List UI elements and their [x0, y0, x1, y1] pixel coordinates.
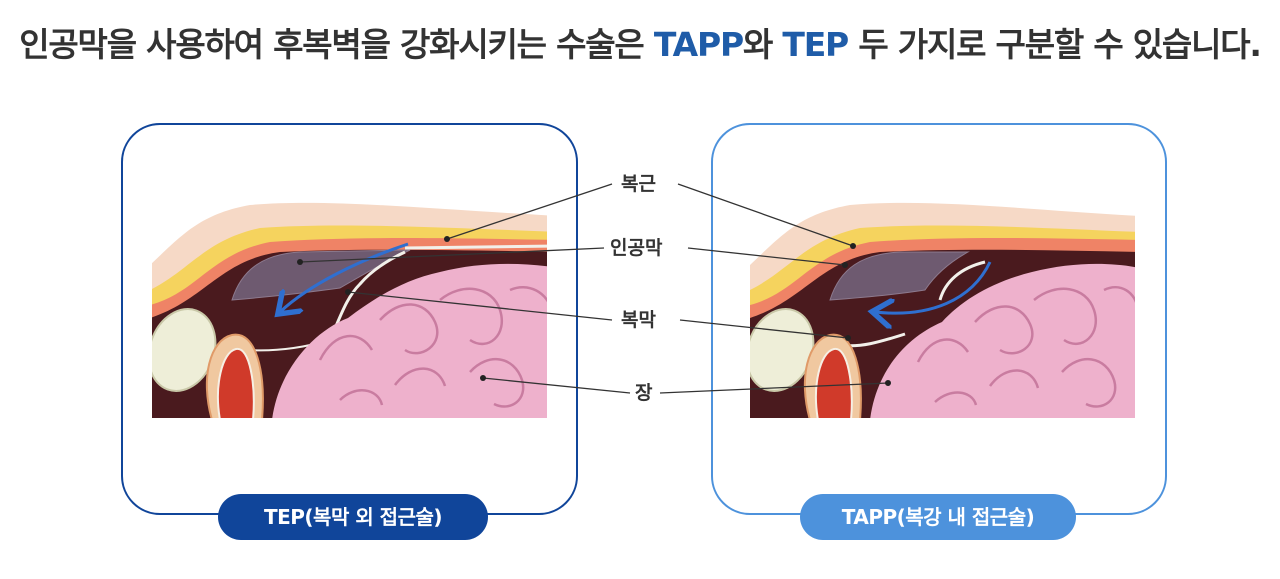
leader-mesh-tep [299, 247, 605, 263]
headline-part1: 인공막을 사용하여 후복벽을 강화시키는 수술은 [19, 25, 654, 64]
headline-part3: 두 가지로 구분할 수 있습니다. [848, 25, 1262, 64]
tapp-arrow [875, 261, 992, 313]
leader-dot [842, 262, 848, 268]
tep-arrow [280, 242, 409, 312]
tapp-intestine-folds [916, 285, 1135, 408]
leader-dots [297, 236, 891, 386]
label-muscle: 복근 [618, 172, 659, 196]
tapp-intestine [870, 263, 1135, 418]
leader-lines [299, 183, 889, 394]
leader-intestine-tep [482, 377, 631, 394]
leader-dot [345, 289, 351, 295]
label-mesh: 인공막 [607, 236, 666, 260]
tep-intestine-folds [318, 286, 547, 408]
headline-tapp: TAPP [653, 25, 744, 64]
leader-peritoneum-tep [347, 291, 613, 321]
headline-part2: 와 [742, 25, 783, 64]
headline-tep: TEP [782, 25, 849, 64]
leader-dot [297, 259, 303, 265]
leader-dot [444, 236, 450, 242]
leader-dot [845, 335, 851, 341]
leader-intestine-tapp [659, 382, 889, 394]
tep-intestine [272, 263, 547, 418]
tapp-vessel-inner [815, 347, 853, 418]
leader-dot [480, 375, 486, 381]
tapp-illustration [750, 202, 1135, 418]
leader-mesh-tapp [687, 247, 846, 266]
label-peritoneum: 복막 [618, 308, 659, 332]
tapp-mesh [829, 251, 970, 301]
headline: 인공막을 사용하여 후복벽을 강화시키는 수술은 TAPP와 TEP 두 가지로… [0, 18, 1280, 66]
leader-muscle-tapp [677, 183, 854, 247]
leader-muscle-tep [446, 183, 613, 240]
leader-dot [885, 380, 891, 386]
tapp-caption-badge: TAPP(복강 내 접근술) [800, 494, 1076, 540]
tep-peritoneum [328, 244, 547, 341]
leader-dot [850, 243, 856, 249]
label-intestine: 장 [632, 381, 656, 405]
tep-vessel-inner [217, 347, 255, 418]
leader-peritoneum-tapp [679, 319, 849, 339]
tep-caption-badge: TEP(복막 외 접근술) [218, 494, 488, 540]
tep-illustration [152, 202, 547, 418]
